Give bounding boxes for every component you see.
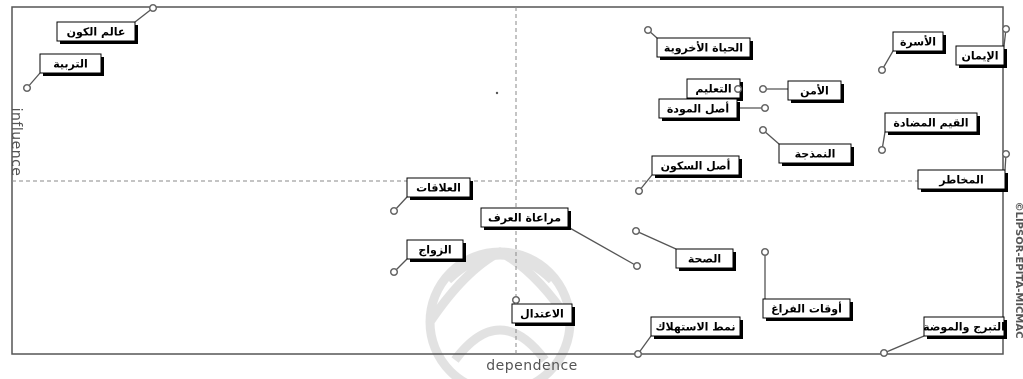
variable-label: الاعتدال: [520, 308, 564, 321]
variable-label: أوقات الفراغ: [771, 302, 842, 316]
variable-point: [634, 186, 644, 196]
label-box: [406, 239, 464, 260]
variable-label: النمذجة: [795, 148, 836, 161]
variable-label: الصحة: [688, 253, 721, 266]
variable-n12: المخاطر: [917, 149, 1011, 192]
variable-label: الأمن: [800, 84, 829, 98]
label-box: [778, 143, 852, 164]
variable-point: [631, 226, 641, 236]
variable-label: نمط الاستهلاك: [655, 321, 735, 334]
label-box: [884, 112, 978, 133]
variable-label: القيم المضادة: [893, 117, 968, 130]
label-box: [39, 53, 102, 74]
variable-label: أصل السكون: [661, 159, 731, 173]
variable-n17: أوقات الفراغ: [760, 247, 853, 321]
variable-n9: القيم المضادة: [877, 112, 980, 155]
variable-label: الحياة الأخروية: [664, 41, 743, 55]
variable-label: المخاطر: [938, 174, 984, 187]
variable-label: مراعاة العرف: [488, 212, 561, 225]
label-box: [406, 177, 471, 198]
label-box: [651, 155, 740, 176]
label-box: [923, 316, 1005, 337]
x-axis-label: dependence: [486, 358, 578, 374]
variable-n11: أصل السكون: [634, 155, 742, 196]
variable-n16: الزواج: [389, 239, 466, 277]
watermark-text: ©LIPSOR-EPITA-MICMAC: [1013, 202, 1023, 339]
variable-n3: الحياة الأخروية: [643, 25, 753, 60]
variable-label: الأسرة: [900, 35, 936, 49]
variable-label: الزواج: [418, 244, 451, 258]
variable-n15: الصحة: [631, 226, 736, 271]
variable-label: عالم الكون: [67, 26, 126, 39]
variable-n20: التبرج والموضة: [879, 316, 1007, 358]
y-axis-label: influence: [8, 108, 24, 177]
variable-point: [879, 348, 889, 358]
variable-point: [877, 145, 887, 155]
variable-n19: نمط الاستهلاك: [633, 316, 743, 359]
variable-n14: مراعاة العرف: [480, 207, 642, 271]
label-box: [56, 21, 136, 42]
variable-point: [632, 261, 642, 271]
variable-n8: أصل المودة: [658, 98, 770, 121]
variable-n13: العلاقات: [389, 177, 473, 216]
label-box: [511, 303, 573, 324]
variable-point: [1001, 149, 1011, 159]
label-box: [762, 298, 851, 319]
variable-point: [389, 206, 399, 216]
variable-point: [877, 65, 887, 75]
variable-point: [733, 84, 743, 94]
variable-n5: الإيمان: [955, 24, 1011, 68]
variable-point: [760, 103, 770, 113]
variable-point: [758, 84, 768, 94]
variable-point: [1001, 24, 1011, 34]
label-box: [650, 316, 741, 337]
label-box: [892, 31, 944, 52]
variable-n1: عالم الكون: [56, 3, 158, 44]
variable-label: أصل المودة: [667, 102, 729, 116]
variable-n10: النمذجة: [758, 125, 854, 166]
label-box: [675, 248, 734, 269]
label-box: [787, 80, 842, 101]
variable-n18: الاعتدال: [511, 295, 575, 326]
variable-label: العلاقات: [416, 182, 461, 195]
variable-point: [760, 247, 770, 257]
stray-dot: [495, 91, 499, 95]
variable-point: [643, 25, 653, 35]
variable-n6: التعليم: [686, 78, 743, 101]
label-box: [480, 207, 569, 228]
variable-label: التعليم: [695, 83, 731, 96]
leader-line: [567, 226, 638, 267]
variable-point: [633, 349, 643, 359]
variables-layer: عالم الكون التربية الحياة الأخروية الأسرة ال…: [22, 3, 1011, 359]
variable-point: [148, 3, 158, 13]
label-box: [917, 169, 1006, 190]
variable-point: [758, 125, 768, 135]
leader-line: [883, 335, 925, 354]
label-box: [658, 98, 738, 119]
variable-point: [22, 83, 32, 93]
variable-label: الإيمان: [962, 50, 999, 63]
variable-point: [511, 295, 521, 305]
label-box: [955, 45, 1005, 66]
variable-label: التربية: [53, 58, 88, 71]
variable-label: التبرج والموضة: [923, 321, 1005, 335]
label-box: [656, 37, 751, 58]
variable-point: [389, 267, 399, 277]
variable-n2: التربية: [22, 53, 104, 93]
leader-line: [635, 230, 677, 250]
variable-n4: الأسرة: [877, 31, 946, 75]
variable-n7: الأمن: [758, 80, 844, 103]
